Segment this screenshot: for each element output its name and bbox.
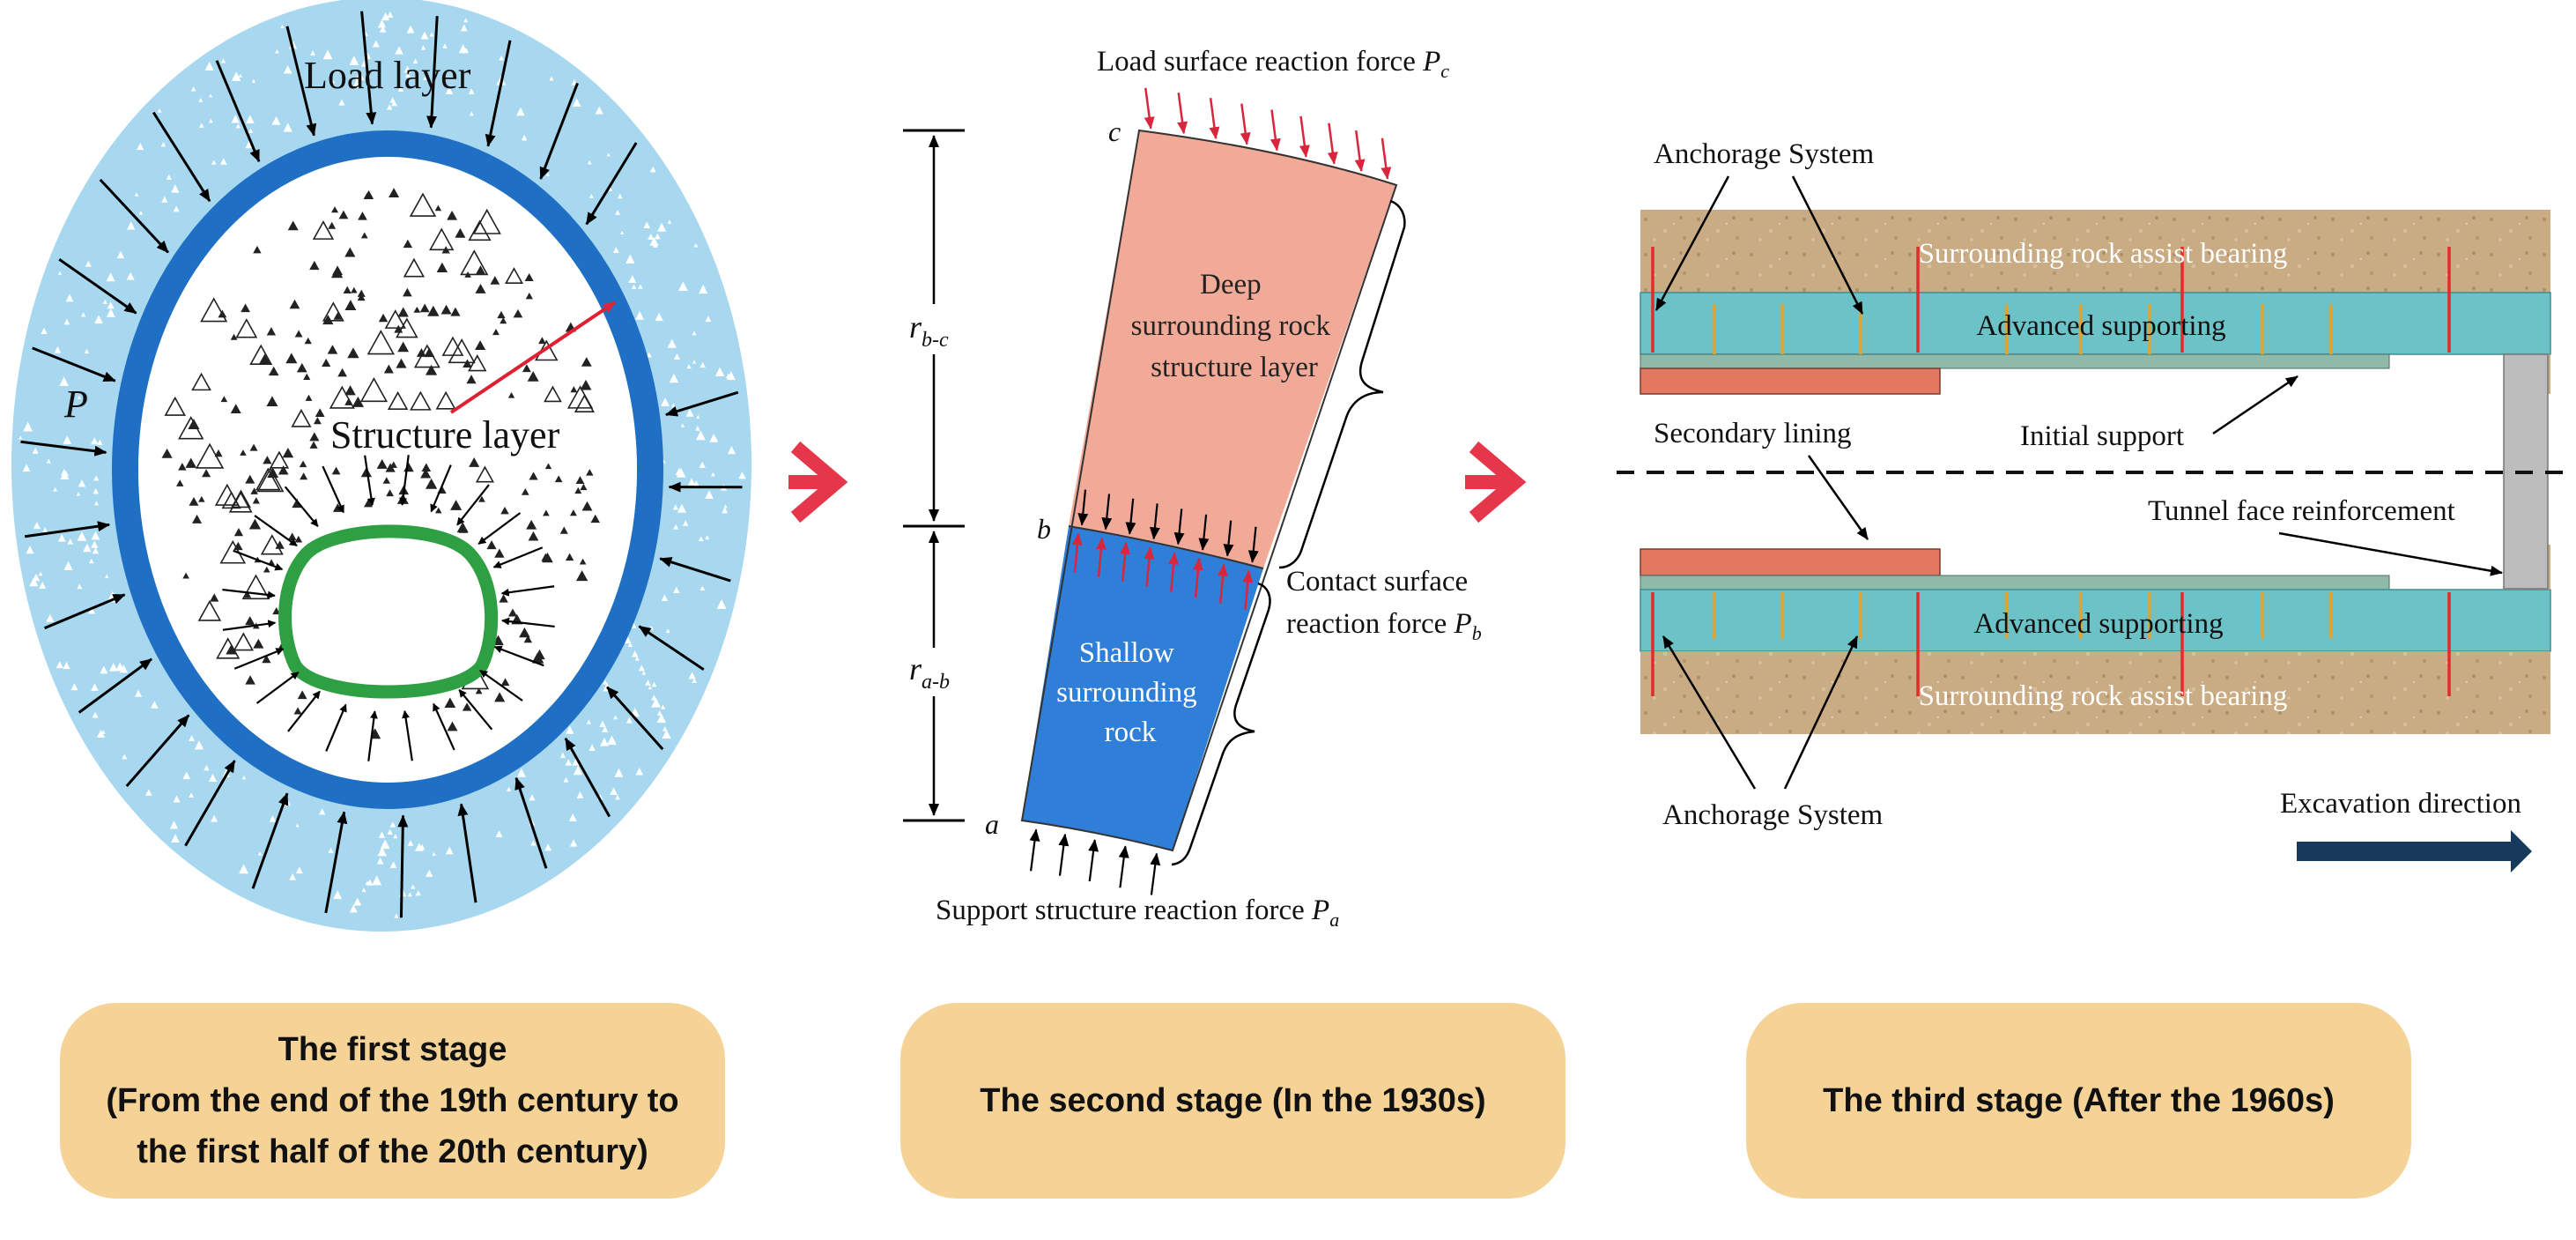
secondary-lining-top [1640, 368, 1940, 394]
load-surface-arrow [1356, 130, 1361, 171]
structure-layer-label: Structure layer [330, 413, 560, 457]
secondary-lining-label: Secondary lining [1654, 418, 1852, 449]
secondary-lining-bottom [1640, 549, 1940, 575]
deep-layer-region [1069, 130, 1396, 568]
load-arrow [401, 815, 403, 917]
stage2-diagram: rb-c ra-b Load surface reaction force Pc… [903, 46, 1482, 931]
stage-transition-arrow-2 [1465, 447, 1515, 517]
tunnel-lining [285, 531, 492, 692]
stage-box-second: The second stage (In the 1930s) [900, 1003, 1566, 1199]
initial-support-leader [2213, 376, 2298, 434]
stage-first-line1: The first stage [278, 1024, 507, 1075]
advanced-top-label: Advanced supporting [1976, 310, 2225, 342]
support-arrow [1090, 840, 1095, 881]
initial-support-top [1640, 354, 2389, 368]
support-arrow [1031, 829, 1036, 871]
load-surface-arrow [1210, 98, 1216, 138]
stage-transition-arrow-1 [788, 447, 837, 517]
support-arrow [1060, 835, 1065, 876]
stage-first-line3: the first half of the 20th century) [137, 1126, 648, 1177]
rock-bottom-label: Surrounding rock assist bearing [1919, 680, 2288, 712]
rock-top-label: Surrounding rock assist bearing [1919, 238, 2288, 270]
load-surface-arrow [1382, 138, 1388, 179]
stage-box-first: The first stage (From the end of the 19t… [60, 1003, 725, 1199]
load-surface-arrow [1145, 88, 1151, 129]
initial-support-label: Initial support [2020, 420, 2184, 452]
point-a-label: a [985, 808, 999, 840]
point-b-label: b [1037, 513, 1051, 545]
load-surface-arrow [1272, 110, 1277, 151]
advanced-bottom-label: Advanced supporting [1973, 608, 2223, 640]
support-arrow [1120, 846, 1125, 887]
contact-surface-label: Contact surface reaction force Pb [1286, 566, 1482, 644]
initial-support-bottom [1640, 575, 2389, 590]
secondary-lining-leader [1809, 456, 1868, 539]
stage-second-line1: The second stage (In the 1930s) [980, 1075, 1485, 1126]
stage3-diagram: Surrounding rock assist bearing Advanced… [1617, 138, 2564, 872]
r-bc-label: rb-c [909, 309, 949, 352]
support-arrow [1151, 854, 1157, 895]
load-surface-arrow [1241, 104, 1247, 145]
load-layer-label: Load layer [304, 54, 471, 97]
excavation-arrow-head [2511, 830, 2532, 872]
tunnel-face-leader [2279, 533, 2502, 573]
point-c-label: c [1108, 115, 1121, 147]
load-surface-arrow [1301, 116, 1307, 157]
tunnel-face-label: Tunnel face reinforcement [2148, 495, 2455, 527]
r-ab-label: ra-b [909, 651, 950, 694]
stage1-diagram: Load layer Structure layer P [11, 0, 751, 932]
excavation-arrow-shaft [2297, 842, 2515, 861]
load-surface-label: Load surface reaction force Pc [1097, 46, 1449, 82]
pressure-label: P [63, 382, 88, 426]
excavation-label: Excavation direction [2280, 788, 2521, 820]
stage-first-line2: (From the end of the 19th century to [106, 1075, 678, 1126]
anchorage-bottom-label: Anchorage System [1662, 799, 1884, 831]
stage-box-third: The third stage (After the 1960s) [1746, 1003, 2411, 1199]
anchorage-top-label: Anchorage System [1654, 138, 1875, 170]
support-reaction-label: Support structure reaction force Pa [936, 895, 1339, 931]
stage-third-line1: The third stage (After the 1960s) [1823, 1075, 2335, 1126]
load-surface-arrow [1179, 93, 1184, 133]
load-surface-arrow [1329, 123, 1334, 164]
